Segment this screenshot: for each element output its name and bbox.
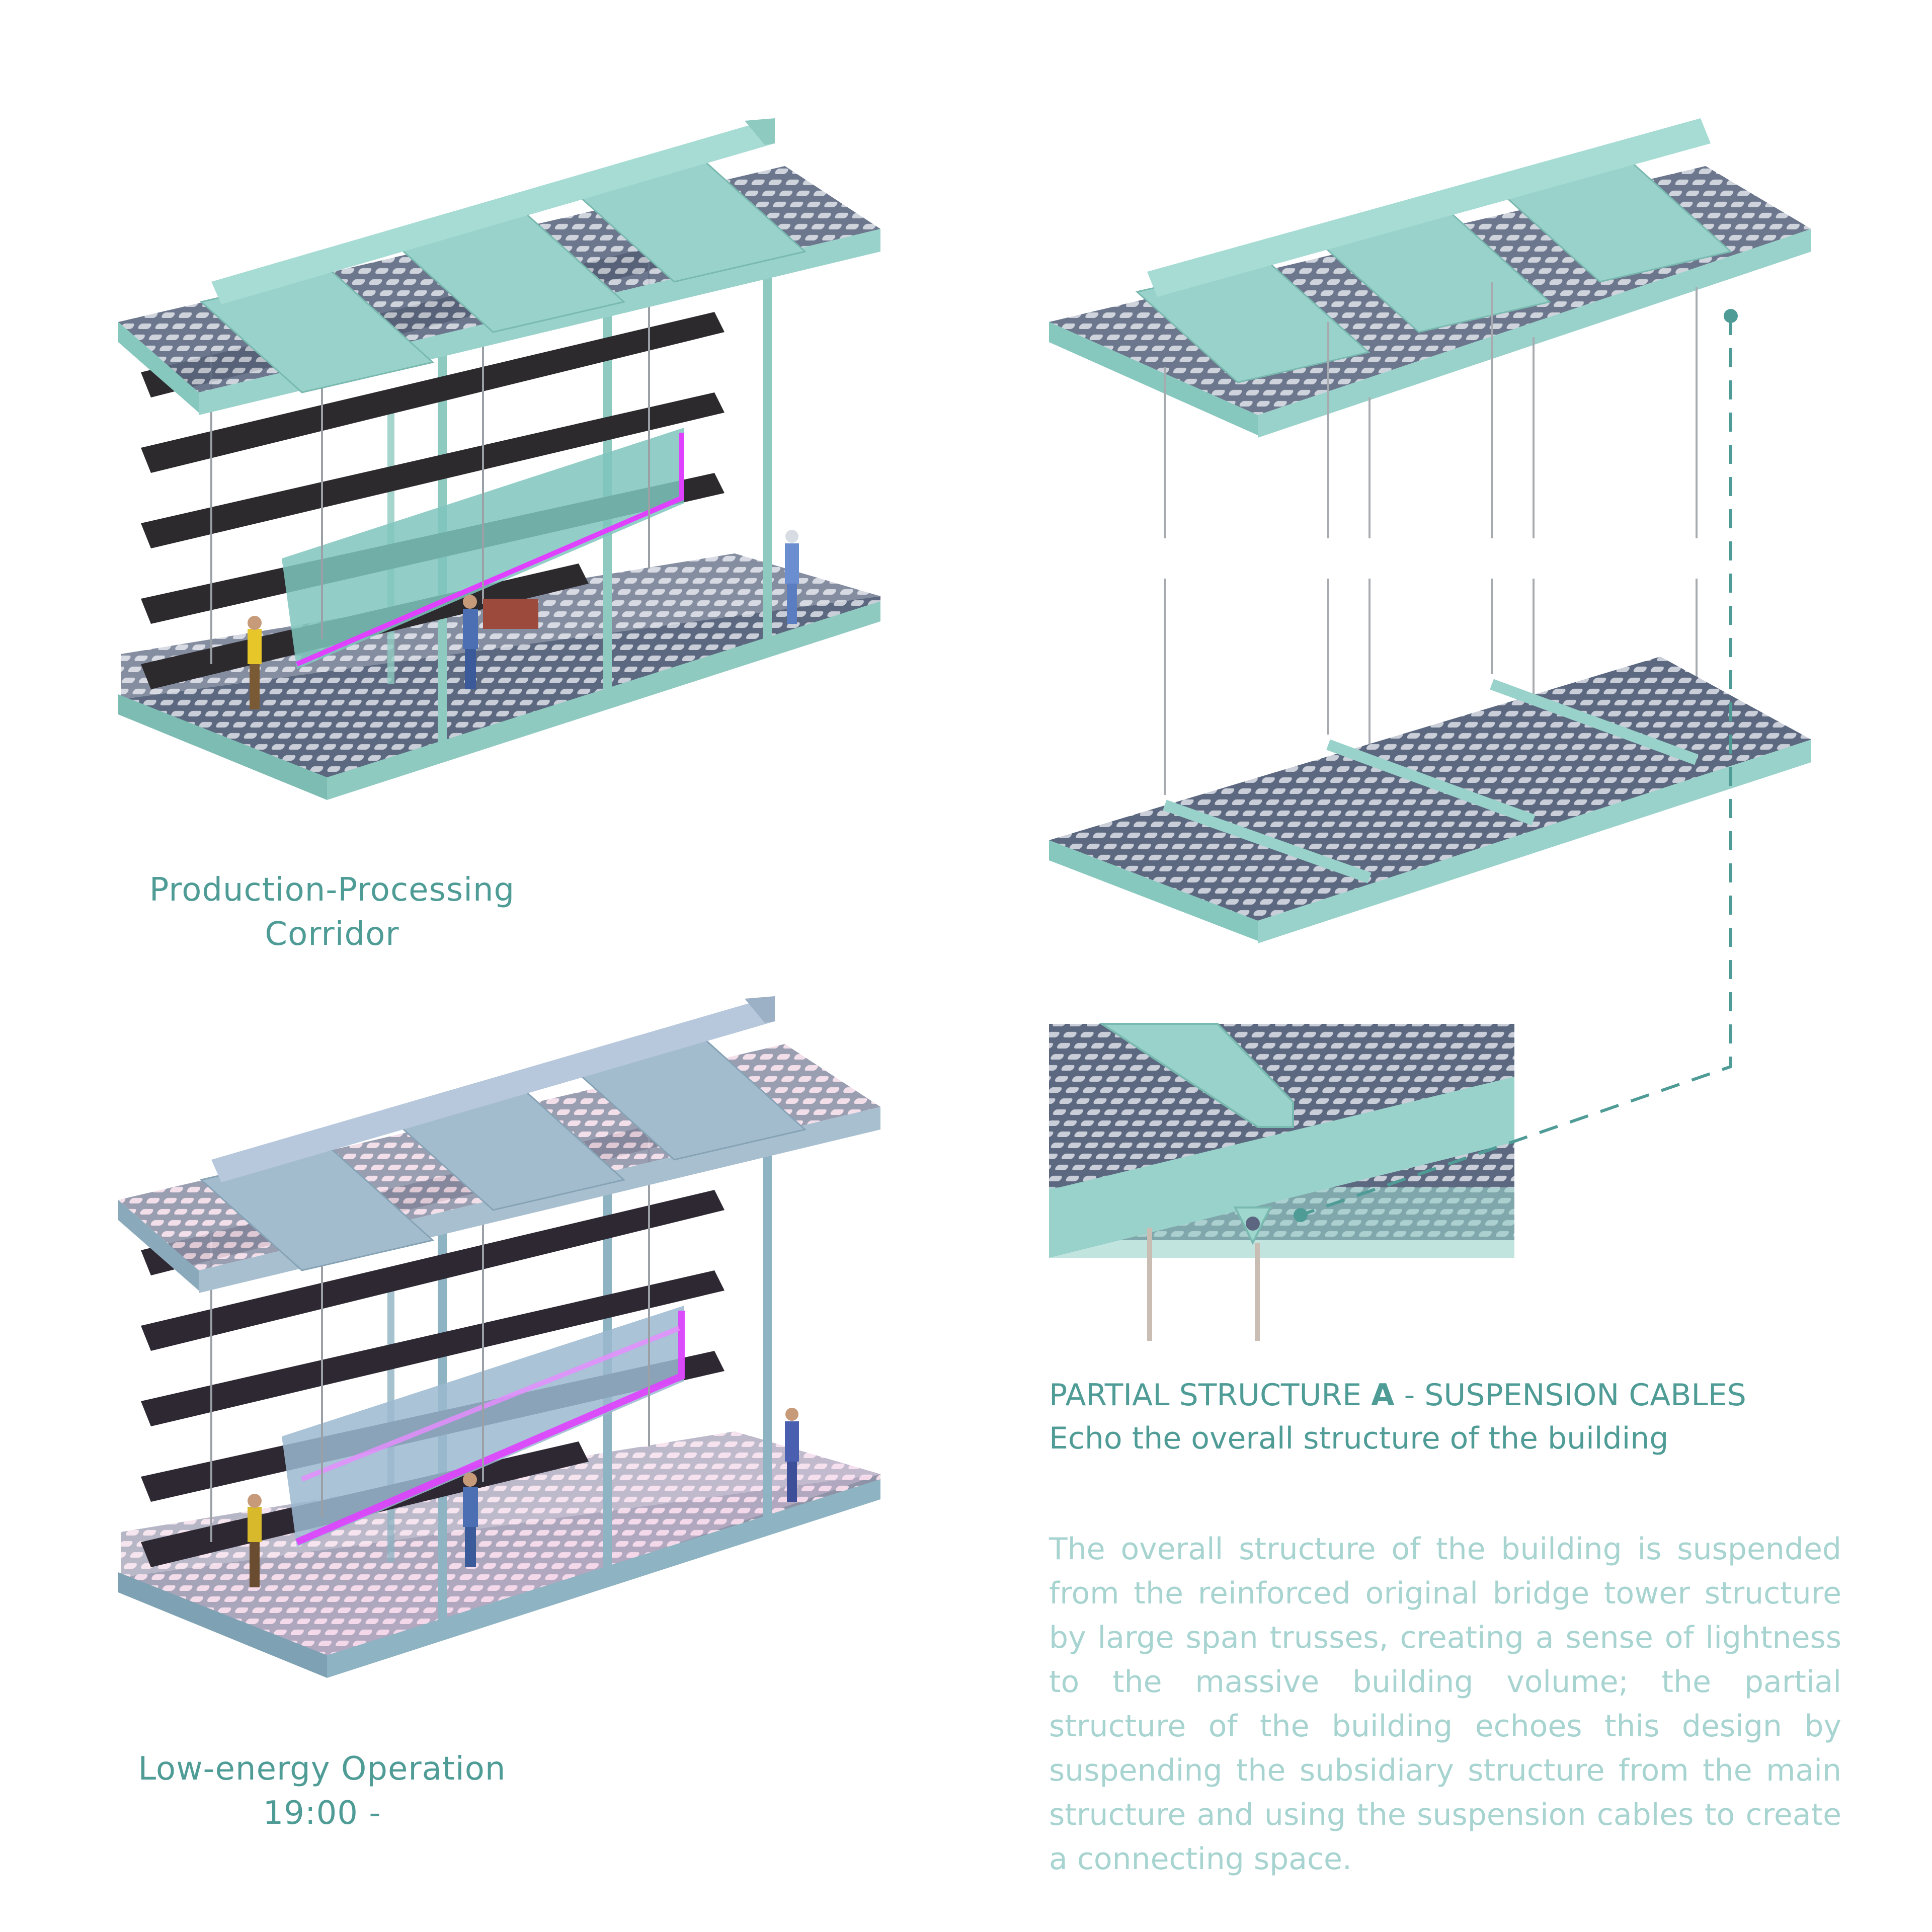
deck-edge-beam xyxy=(1258,740,1811,943)
caption-low-energy: Low-energy Operation 19:00 - xyxy=(91,1747,553,1835)
deck-grating xyxy=(1049,657,1811,921)
neon-light xyxy=(296,433,684,667)
caption-line: 19:00 - xyxy=(263,1795,381,1832)
floor-glow xyxy=(121,1431,880,1663)
production-corridor-illustration xyxy=(118,118,880,800)
worker-figure xyxy=(463,595,478,689)
cable-joint-detail xyxy=(1049,1023,1514,1341)
partial-subtitle: Echo the overall structure of the buildi… xyxy=(1049,1421,1669,1456)
worker-figure xyxy=(248,1494,262,1587)
partial-title: PARTIAL STRUCTURE A - SUSPENSION CABLES xyxy=(1049,1374,1904,1417)
exploded-structure-illustration xyxy=(1049,118,1811,943)
clevis-pin xyxy=(1246,1217,1260,1231)
ridge-beam xyxy=(745,996,775,1023)
roof-beam xyxy=(1049,322,1258,435)
caption-line: Low-energy Operation xyxy=(138,1750,506,1788)
detail-beam-underside xyxy=(1049,1187,1514,1258)
callout-leader xyxy=(1294,309,1738,1222)
detail-cable xyxy=(1255,1243,1260,1341)
detail-cable xyxy=(1147,1228,1152,1341)
floor-edge-beam xyxy=(118,694,327,800)
roof-beam xyxy=(118,322,199,413)
worker-figure xyxy=(248,616,262,709)
description-paragraph: The overall structure of the building is… xyxy=(1049,1532,1841,1877)
roof-truss xyxy=(199,160,807,393)
deck-edge-beam xyxy=(1049,840,1258,941)
deck-cross-beam xyxy=(1163,679,1699,883)
roof-beam xyxy=(118,1200,199,1291)
worker-figure xyxy=(785,530,799,624)
ridge-beam xyxy=(211,999,775,1182)
ridge-beam xyxy=(211,121,775,304)
worker-figure xyxy=(463,1473,478,1567)
roof-truss xyxy=(199,1038,807,1271)
ridge-beam xyxy=(1147,118,1711,297)
title-prefix: PARTIAL STRUCTURE xyxy=(1049,1378,1372,1413)
floor-edge-beam xyxy=(118,1572,327,1678)
neon-light xyxy=(301,1326,680,1482)
low-energy-illustration xyxy=(118,996,880,1678)
caption-line: Production-Processing xyxy=(149,871,515,909)
produce-crates xyxy=(483,599,538,629)
worker-figure xyxy=(785,1408,799,1502)
ridge-beam xyxy=(745,118,775,145)
title-letter: A xyxy=(1371,1378,1395,1413)
neon-light xyxy=(295,1311,685,1546)
roof-beam xyxy=(1258,229,1811,438)
detail-truss xyxy=(1098,1023,1294,1128)
caption-production-corridor: Production-Processing Corridor xyxy=(101,868,564,956)
title-suffix: - SUSPENSION CABLES xyxy=(1394,1378,1746,1413)
caption-line: Corridor xyxy=(265,916,399,953)
floor-grating xyxy=(121,596,880,785)
partial-structure-heading: PARTIAL STRUCTURE A - SUSPENSION CABLES … xyxy=(1049,1374,1904,1460)
